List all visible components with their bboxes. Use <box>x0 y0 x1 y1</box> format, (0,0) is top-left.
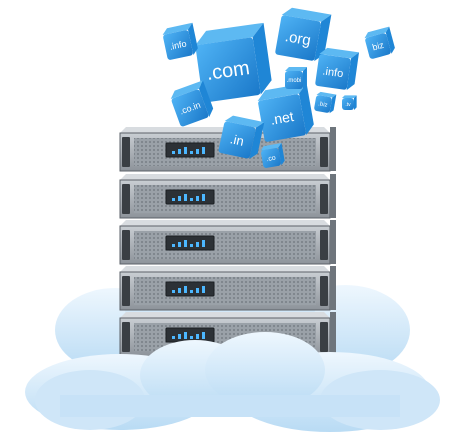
server-unit <box>119 174 336 219</box>
cube-label: .net <box>269 108 295 128</box>
server-rack <box>119 127 336 357</box>
domain-cube: biz <box>364 26 395 59</box>
domain-cube: .biz <box>314 91 337 114</box>
domain-cube: .org <box>275 7 332 62</box>
domain-cube: .co <box>260 142 285 168</box>
domain-cube: .mobi <box>285 67 307 89</box>
domain-cube: .info <box>315 47 360 91</box>
domain-cube: .info <box>162 22 198 60</box>
domain-cube: .net <box>257 82 314 142</box>
server-unit <box>119 220 336 265</box>
cube-label: .org <box>284 28 312 49</box>
domain-cubes: .com .org .info .info biz .co.in .net .in .mobi.… <box>162 7 395 168</box>
server-unit <box>119 266 336 311</box>
domain-cube: .in <box>218 115 265 159</box>
cube-label: .mobi <box>287 78 302 84</box>
front-clouds <box>25 332 440 432</box>
domain-cube: .com <box>195 22 272 103</box>
cube-label: .co <box>266 155 277 164</box>
cube-label: biz <box>371 40 385 53</box>
cube-label: .tv <box>345 102 351 108</box>
domain-cube: .tv <box>342 95 357 110</box>
cube-label: .in <box>229 131 246 149</box>
domain-cube: .co.in <box>170 80 214 127</box>
cube-label: .info <box>169 38 188 51</box>
cube-label: .biz <box>318 101 328 109</box>
cube-label: .info <box>322 65 344 80</box>
